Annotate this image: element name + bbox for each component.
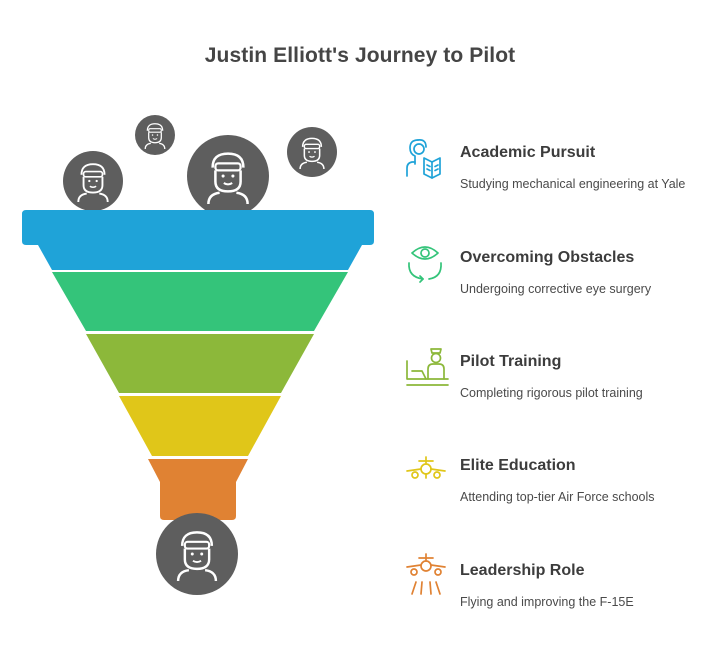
stage-elite-education: Elite Education Attending top-tier Air F… (404, 447, 714, 509)
stage-description: Studying mechanical engineering at Yale (460, 177, 686, 191)
stage-description: Attending top-tier Air Force schools (460, 490, 655, 504)
pilot-desk-icon (406, 348, 449, 386)
avatar-2 (135, 115, 175, 155)
page-title: Justin Elliott's Journey to Pilot (204, 44, 516, 67)
avatar-3 (187, 135, 269, 217)
aircraft-landing-icon (406, 553, 446, 595)
stage-description: Flying and improving the F-15E (460, 595, 634, 609)
stage-description: Undergoing corrective eye surgery (460, 282, 652, 296)
stage-heading: Pilot Training (460, 353, 562, 370)
funnel-layer-education (119, 396, 281, 456)
eye-cycle-icon (408, 246, 442, 283)
stage-heading: Overcoming Obstacles (460, 249, 635, 266)
avatar-1 (63, 151, 123, 211)
student-reading-icon (406, 139, 441, 179)
stage-overcoming-obstacles: Overcoming Obstacles Undergoing correcti… (404, 239, 714, 301)
stage-heading: Academic Pursuit (460, 144, 596, 161)
aircraft-front-icon (406, 456, 446, 479)
stage-heading: Elite Education (460, 457, 576, 474)
stage-heading: Leadership Role (460, 562, 585, 579)
funnel-layer-obstacles (52, 272, 348, 331)
avatar-outcome (156, 513, 238, 595)
avatar-4 (287, 127, 337, 177)
stage-pilot-training: Pilot Training Completing rigorous pilot… (404, 343, 714, 405)
stage-academic-pursuit: Academic Pursuit Studying mechanical eng… (404, 134, 714, 196)
stage-leadership-role: Leadership Role Flying and improving the… (404, 552, 714, 614)
stage-description: Completing rigorous pilot training (460, 386, 643, 400)
funnel-layer-leadership (148, 459, 248, 520)
funnel-layer-training (86, 334, 314, 393)
funnel-layer-academic (22, 210, 374, 270)
